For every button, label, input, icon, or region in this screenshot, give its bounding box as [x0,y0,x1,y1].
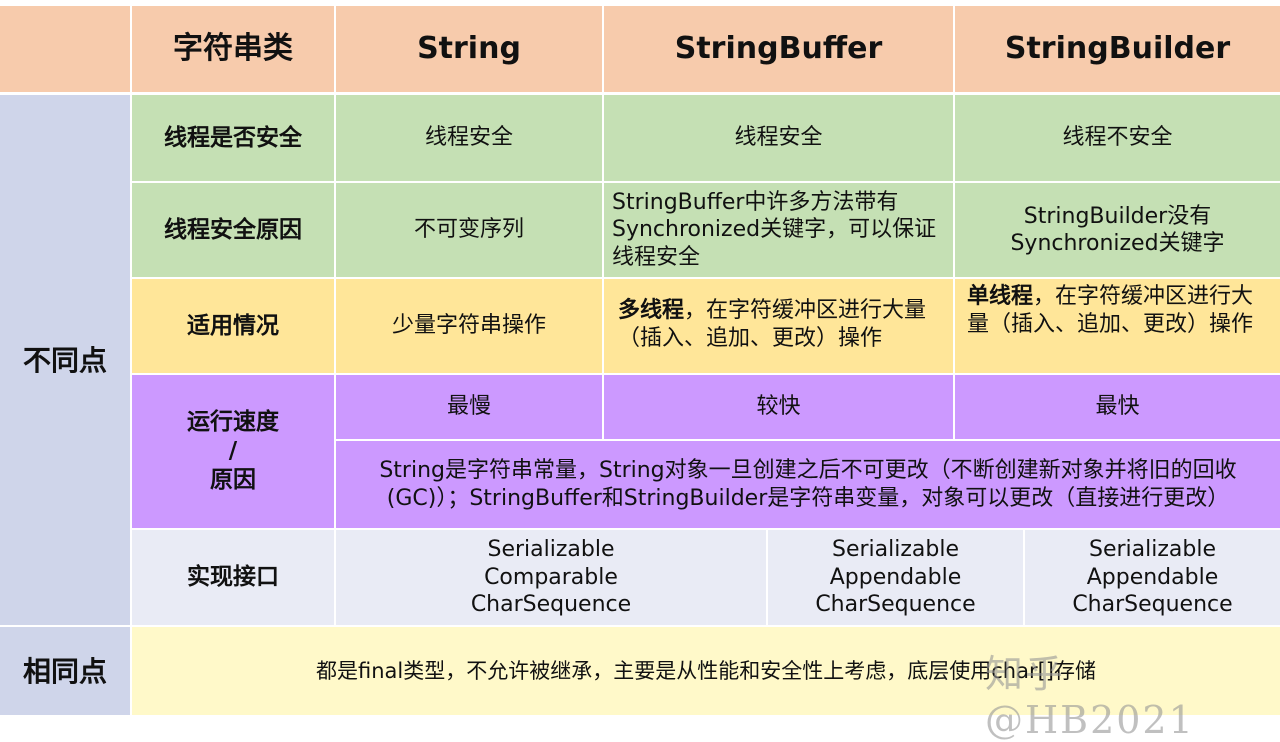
interfaces-stringbuilder: Serializable Appendable CharSequence [1025,530,1280,625]
differences-label: 不同点 [0,95,130,625]
interfaces-string: Serializable Comparable CharSequence [336,530,766,625]
thread-safe-string: 线程安全 [336,95,602,181]
reason-stringbuilder: StringBuilder没有 Synchronized关键字 [955,183,1280,277]
thread-safe-stringbuilder: 线程不安全 [955,95,1280,181]
speed-stringbuilder: 最快 [955,375,1280,439]
usage-stringbuffer: 多线程，在字符缓冲区进行大量（插入、追加、更改）操作 [604,279,953,373]
speed-reason: String是字符串常量，String对象一旦创建之后不可更改（不断创建新对象并… [336,441,1280,528]
header-stringbuilder: StringBuilder [955,6,1280,92]
usage-string-text: 少量字符串操作 [391,313,546,339]
header-stringbuffer: StringBuffer [604,6,953,92]
row-label-speed: 运行速度 / 原因 [132,375,334,528]
speed-string: 最慢 [336,375,602,439]
similarities-text: 都是final类型，不允许被继承，主要是从性能和安全性上考虑，底层使用char[… [132,627,1280,715]
reason-string: 不可变序列 [336,183,602,277]
usage-stringbuilder-bold: 单线程 [967,284,1034,309]
row-label-interfaces: 实现接口 [132,530,334,625]
usage-string: 少量字符串操作 [336,279,602,373]
thread-safe-stringbuffer: 线程安全 [604,95,953,181]
watermark: 知乎 @HB2021 [985,652,1195,742]
similarities-label: 相同点 [0,627,130,715]
row-label-reason: 线程安全原因 [132,183,334,277]
speed-stringbuffer: 较快 [604,375,953,439]
usage-stringbuilder-text: ，在字符缓冲区进行大量（插入、追加、更改）操作 [967,284,1254,337]
row-label-usage: 适用情况 [132,279,334,373]
header-corner [0,6,130,92]
header-string: String [336,6,602,92]
header-category: 字符串类 [132,6,334,92]
reason-stringbuffer: StringBuffer中许多方法带有Synchronized关键字，可以保证线… [604,183,953,277]
usage-stringbuilder: 单线程，在字符缓冲区进行大量（插入、追加、更改）操作 [955,279,1280,373]
usage-stringbuffer-text: ，在字符缓冲区进行大量（插入、追加、更改）操作 [618,298,927,351]
interfaces-stringbuffer: Serializable Appendable CharSequence [768,530,1023,625]
usage-stringbuffer-bold: 多线程 [618,298,685,323]
row-label-thread-safe: 线程是否安全 [132,95,334,181]
